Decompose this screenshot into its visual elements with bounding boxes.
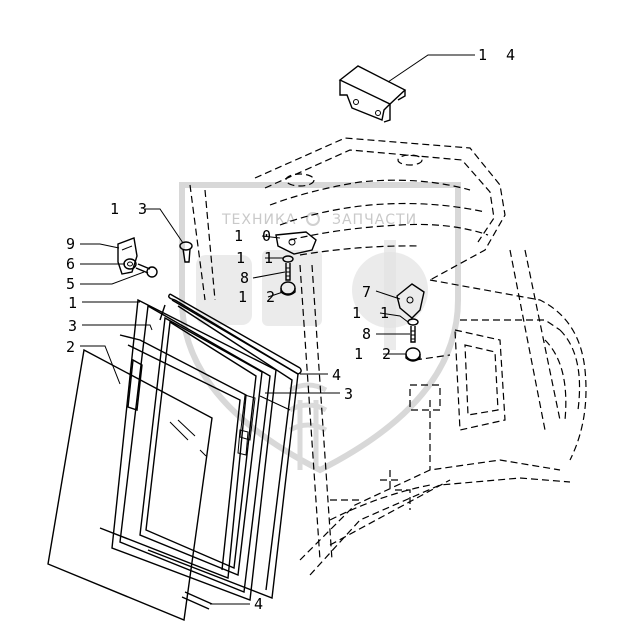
part-8-screw-right — [410, 326, 416, 343]
part-12-nut-right — [405, 347, 421, 362]
part-5-bolt — [135, 263, 158, 278]
callout-10: 1 0 — [234, 227, 276, 245]
callout-8-right: 8 — [362, 325, 376, 343]
callout-labels: 1 4 1 3 9 6 5 1 3 2 1 0 1 1 8 1 2 7 1 1 … — [66, 46, 520, 613]
callout-7: 7 — [362, 283, 376, 301]
callout-1: 1 — [68, 294, 82, 312]
leader-lines — [80, 54, 475, 605]
callout-8-left: 8 — [240, 269, 254, 287]
callout-11-right: 1 1 — [352, 304, 394, 322]
callout-4-top: 4 — [332, 366, 346, 384]
watermark-wheat — [288, 382, 328, 470]
part-12-nut-left — [280, 281, 296, 296]
part-8-screw-left — [285, 263, 291, 281]
part-2-glass-pane — [47, 348, 213, 621]
part-14-bracket — [338, 65, 407, 123]
gear-icon — [306, 212, 320, 226]
part-13-pin — [179, 241, 193, 263]
part-3-front-seal-frame — [99, 334, 247, 579]
part-1-window-frame — [111, 298, 277, 601]
callout-11-left: 1 1 — [236, 249, 278, 267]
watermark-left-text: ТЕХНИКА — [221, 212, 297, 228]
callout-13: 1 3 — [110, 200, 152, 218]
watermark-logo: ТЕХНИКА ЗАПЧАСТИ — [179, 182, 461, 474]
callout-3-right: 3 — [344, 385, 358, 403]
callout-3-left: 3 — [68, 317, 82, 335]
callout-6: 6 — [66, 255, 80, 273]
callout-5: 5 — [66, 275, 80, 293]
watermark-letters-shape — [196, 240, 428, 350]
part-7-latch-plate — [396, 283, 425, 319]
callout-2: 2 — [66, 338, 80, 356]
latch-slot — [239, 394, 256, 441]
part-11-washer-left — [282, 255, 294, 263]
callout-4-bottom: 4 — [254, 595, 268, 613]
callout-9: 9 — [66, 235, 80, 253]
watermark-right-text: ЗАПЧАСТИ — [332, 212, 417, 228]
part-3-rear-frame — [147, 299, 299, 599]
cab-body-outline — [189, 137, 587, 576]
part-10-latch-plate — [275, 231, 317, 255]
callout-12-left: 1 2 — [238, 288, 280, 306]
part-9-hinge — [117, 237, 138, 275]
callout-14: 1 4 — [478, 46, 520, 64]
callout-12-right: 1 2 — [354, 345, 396, 363]
